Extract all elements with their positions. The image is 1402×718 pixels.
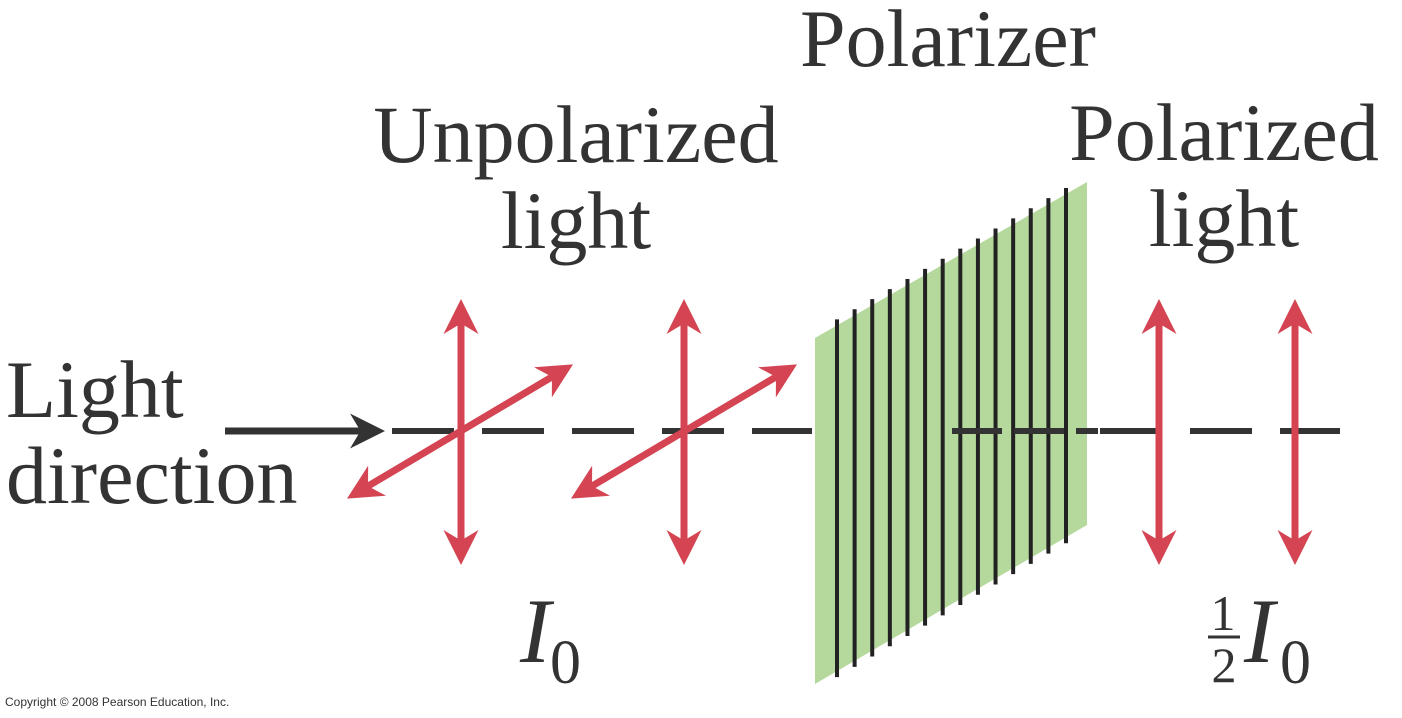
polarizer-label: Polarizer	[800, 0, 1096, 84]
polarizer-sheet	[815, 182, 1087, 684]
light-direction-label-line2: direction	[6, 430, 297, 521]
fraction-numerator: 1	[1211, 585, 1236, 641]
copyright-notice: Copyright © 2008 Pearson Education, Inc.	[5, 695, 229, 709]
fraction-denominator: 2	[1212, 637, 1237, 693]
light-direction-label-line1: Light	[6, 344, 184, 435]
transmitted-intensity-label: 1 2 I 0	[1208, 580, 1311, 697]
unpolarized-label-line2: light	[501, 175, 652, 266]
horizontal-field-arrow	[570, 364, 798, 499]
intensity-subscript: 0	[1280, 629, 1311, 697]
unpolarized-wave-2	[570, 299, 798, 565]
incident-intensity-label: I 0	[519, 580, 581, 697]
intensity-subscript: 0	[550, 629, 581, 697]
polarizer-slits	[835, 188, 1068, 678]
intensity-symbol: I	[519, 580, 555, 682]
polarizer-plate	[815, 182, 1087, 684]
unpolarized-wave-1	[346, 299, 574, 565]
intensity-symbol: I	[1243, 580, 1279, 682]
polarized-label-line2: light	[1149, 173, 1300, 264]
unpolarized-label-line1: Unpolarized	[373, 89, 778, 180]
horizontal-field-arrow	[346, 364, 574, 499]
polarized-label-line1: Polarized	[1069, 87, 1379, 178]
